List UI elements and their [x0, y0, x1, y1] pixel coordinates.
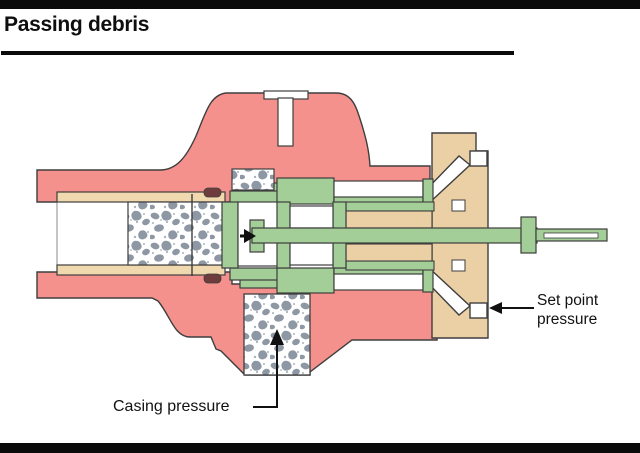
- bottom-frame-bar: [0, 443, 640, 453]
- piston-stem: [251, 227, 538, 244]
- body-port-slot: [263, 90, 309, 147]
- bore-debris-fill: [127, 201, 226, 266]
- flow-direction-arrow-icon: [240, 229, 256, 243]
- set-point-arrow-icon: [489, 302, 534, 314]
- top-frame-bar: [0, 0, 640, 9]
- casing-pressure-arrow-icon: [253, 329, 284, 408]
- seal-rings: [203, 187, 222, 284]
- set-point-label-line2: pressure: [537, 311, 598, 328]
- tubing-bore: [56, 191, 226, 276]
- valve-body-upper: [36, 92, 431, 203]
- piston-face: [221, 201, 239, 269]
- title-underline: [1, 51, 514, 55]
- sleeve-and-mandrel: [345, 201, 435, 271]
- piston-assembly: [221, 201, 608, 269]
- upper-debris-pocket: [231, 168, 275, 191]
- liner-strip-top: [56, 191, 226, 203]
- piston-manifold-upper: [229, 168, 434, 205]
- set-point-label-line1: Set point: [537, 292, 599, 309]
- piston-manifold-lower: [229, 267, 434, 294]
- casing-pressure-label: Casing pressure: [113, 398, 230, 415]
- valve-body-lower: [36, 271, 438, 376]
- page-title: Passing debris: [4, 13, 150, 36]
- set-point-pressure-label: Set point pressure: [537, 291, 627, 329]
- liner-strip-bottom: [56, 264, 226, 276]
- stem-flange: [520, 216, 537, 254]
